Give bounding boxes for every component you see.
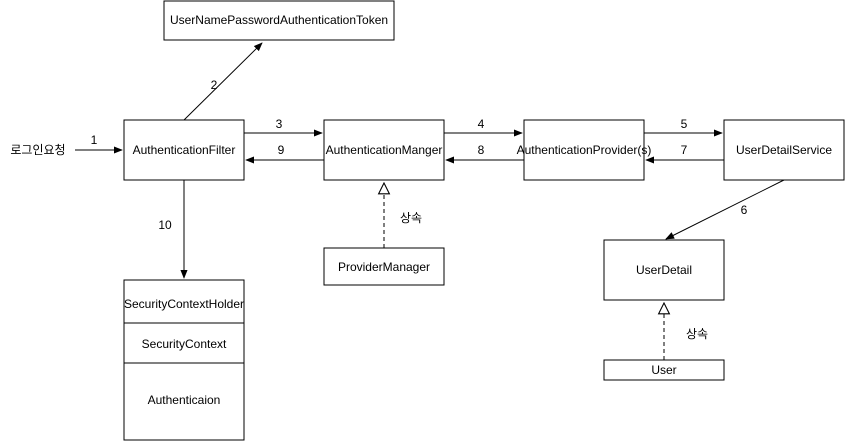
user-label: User — [651, 363, 676, 377]
step-8-label: 8 — [478, 143, 485, 157]
user-detail-service-label: UserDetailService — [736, 143, 832, 157]
security-context-holder-box: SecurityContextHolder SecurityContext Au… — [123, 279, 245, 441]
authentication-provider-label: AuthenticationProvider(s) — [517, 143, 652, 157]
arrow-6 — [665, 179, 785, 240]
step-10-label: 10 — [158, 218, 172, 232]
provider-manager-label: ProviderManager — [338, 260, 430, 274]
authentication-label: Authenticaion — [148, 393, 221, 407]
step-1-label: 1 — [91, 133, 98, 147]
step-5-label: 5 — [681, 117, 688, 131]
provider-manager-box: ProviderManager — [323, 247, 445, 286]
authentication-manager-label: AuthenticationManger — [326, 143, 443, 157]
step-9-label: 9 — [278, 143, 285, 157]
arrow-2 — [183, 42, 263, 121]
authentication-provider-box — [523, 119, 645, 181]
user-detail-service-box: UserDetailService — [723, 119, 845, 181]
security-context-label: SecurityContext — [142, 337, 227, 351]
security-context-holder-label: SecurityContextHolder — [124, 297, 244, 311]
user-box: User — [603, 359, 725, 381]
user-detail-label: UserDetail — [636, 263, 692, 277]
step-3-label: 3 — [276, 117, 283, 131]
step-6-label: 6 — [741, 203, 748, 217]
token-label: UserNamePasswordAuthenticationToken — [170, 13, 388, 27]
token-box: UserNamePasswordAuthenticationToken — [163, 0, 395, 41]
inheritance-label-provider-manager: 상속 — [400, 211, 422, 225]
login-request-label: 로그인요청 — [10, 143, 65, 157]
step-2-label: 2 — [211, 78, 218, 92]
authentication-manager-box: AuthenticationManger — [323, 119, 445, 181]
step-4-label: 4 — [478, 117, 485, 131]
step-7-label: 7 — [681, 143, 688, 157]
inheritance-label-user: 상속 — [686, 327, 708, 341]
authentication-filter-label: AuthenticationFilter — [133, 143, 236, 157]
user-detail-box: UserDetail — [603, 239, 725, 301]
authentication-filter-box: AuthenticationFilter — [123, 119, 245, 181]
